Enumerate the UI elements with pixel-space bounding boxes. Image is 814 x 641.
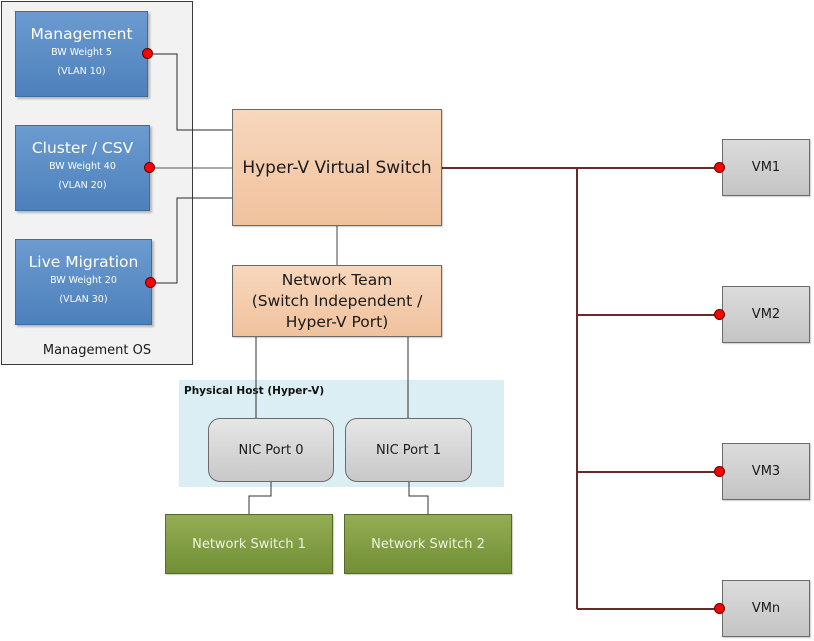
network-switch-label: Network Switch 1 xyxy=(192,536,306,552)
nic-port-0[interactable]: NIC Port 0 xyxy=(208,418,334,482)
vnic-bw-weight: BW Weight 5 xyxy=(51,47,112,58)
vnic-vlan: (VLAN 10) xyxy=(57,66,106,77)
connector-dot-icon xyxy=(714,309,725,320)
connector-dot-icon xyxy=(144,162,155,173)
vnic-vlan: (VLAN 30) xyxy=(59,294,108,305)
network-switch-2[interactable]: Network Switch 2 xyxy=(344,514,512,574)
nic-port-label: NIC Port 1 xyxy=(376,442,441,458)
vm-2[interactable]: VM2 xyxy=(722,286,810,343)
vnic-cluster-csv[interactable]: Cluster / CSV BW Weight 40 (VLAN 20) xyxy=(15,125,150,211)
vm-label: VM1 xyxy=(751,160,781,175)
virtual-switch-label: Hyper-V Virtual Switch xyxy=(242,157,432,178)
vnic-management[interactable]: Management BW Weight 5 (VLAN 10) xyxy=(15,11,148,97)
vm-3[interactable]: VM3 xyxy=(722,443,810,500)
nic-port-1[interactable]: NIC Port 1 xyxy=(345,418,472,482)
vm-label: VM2 xyxy=(751,307,781,322)
connector-dot-icon xyxy=(714,603,725,614)
nic-port-label: NIC Port 0 xyxy=(238,442,304,458)
connector-dot-icon xyxy=(714,162,725,173)
vm-1[interactable]: VM1 xyxy=(722,139,810,196)
vnic-name: Cluster / CSV xyxy=(31,139,134,157)
network-switch-1[interactable]: Network Switch 1 xyxy=(165,514,333,574)
vnic-vlan: (VLAN 20) xyxy=(58,180,107,191)
network-team-mode: (Switch Independent / xyxy=(251,292,423,310)
connector-dot-icon xyxy=(714,466,725,477)
vm-label: VMn xyxy=(751,601,781,616)
management-os-label: Management OS xyxy=(42,343,152,358)
vnic-bw-weight: BW Weight 40 xyxy=(49,161,116,172)
physical-host-label: Physical Host (Hyper-V) xyxy=(184,385,325,397)
vnic-live-migration[interactable]: Live Migration BW Weight 20 (VLAN 30) xyxy=(15,239,152,325)
vnic-name: Live Migration xyxy=(28,253,139,271)
hyper-v-virtual-switch[interactable]: Hyper-V Virtual Switch xyxy=(232,109,442,226)
vm-n[interactable]: VMn xyxy=(722,580,810,637)
network-team-algorithm: Hyper-V Port) xyxy=(285,313,389,331)
network-team[interactable]: Network Team (Switch Independent / Hyper… xyxy=(232,265,442,337)
connector-dot-icon xyxy=(145,277,156,288)
network-switch-label: Network Switch 2 xyxy=(371,536,485,552)
vm-label: VM3 xyxy=(751,464,781,479)
vnic-bw-weight: BW Weight 20 xyxy=(50,275,117,286)
network-team-title: Network Team xyxy=(281,271,393,289)
connector-dot-icon xyxy=(142,48,153,59)
vnic-name: Management xyxy=(30,25,133,43)
